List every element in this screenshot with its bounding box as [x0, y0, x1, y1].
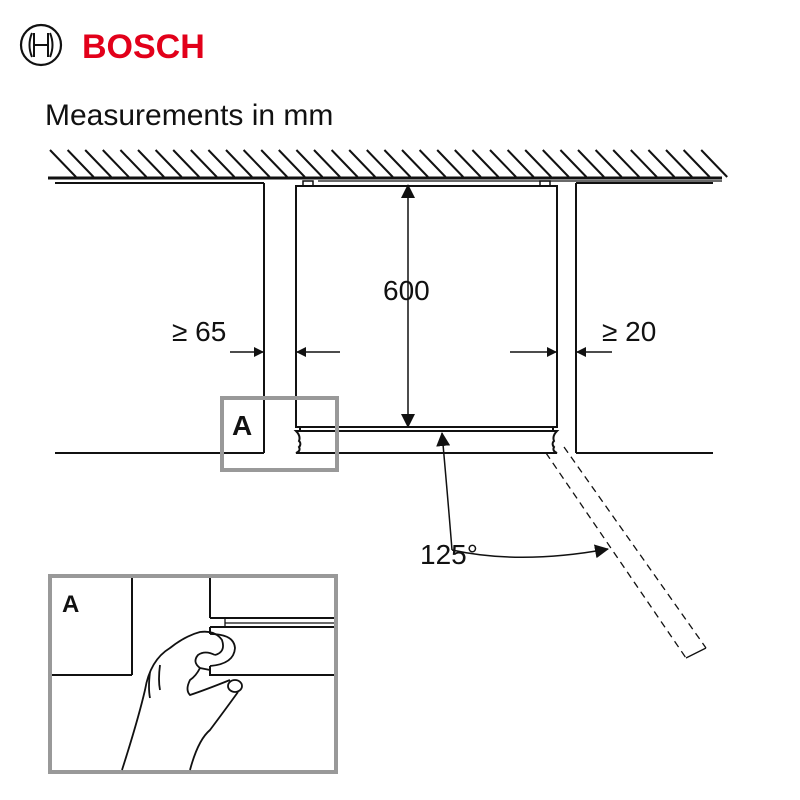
hatch-mark [630, 149, 658, 178]
right-gap-label: ≥ 20 [602, 316, 656, 347]
height-label: 600 [383, 275, 430, 306]
angle-arc [436, 432, 453, 551]
bosch-logo: BOSCH [19, 23, 205, 67]
door-angle-label: 125° [420, 539, 478, 570]
hatch-mark [489, 149, 517, 178]
detail-a-inset: A [48, 574, 338, 774]
hatch-mark [700, 149, 728, 178]
hatch-mark [172, 149, 200, 178]
appliance-door [293, 427, 560, 454]
hatch-mark [313, 149, 341, 178]
opened-door-outline [545, 446, 707, 659]
hatch-mark [119, 149, 148, 178]
brand-name: BOSCH [82, 28, 205, 66]
hatch-mark [66, 149, 95, 178]
detail-a-label: A [232, 410, 252, 441]
hatch-mark [225, 149, 253, 178]
hatch-mark [102, 149, 130, 178]
inset-a-label: A [62, 591, 79, 618]
hatch-mark [330, 149, 359, 178]
hatch-mark [559, 149, 588, 178]
hatch-mark [454, 149, 482, 178]
hatch-mark [542, 149, 570, 178]
bosch-armature-icon [19, 23, 63, 67]
hatch-mark [436, 149, 464, 178]
hatch-mark [682, 149, 711, 178]
hatch-mark [348, 149, 376, 178]
hatch-mark [612, 149, 640, 178]
hatch-mark [401, 149, 429, 178]
hatch-mark [418, 149, 447, 178]
hatch-mark [524, 149, 552, 178]
hatch-mark [594, 149, 623, 178]
hatch-mark [207, 149, 236, 178]
hatch-mark [154, 149, 183, 178]
hatch-mark [190, 149, 218, 178]
hatch-mark [506, 149, 535, 178]
hatch-mark [383, 149, 412, 178]
hatch-mark [647, 149, 676, 178]
right-cabinet [575, 183, 713, 454]
hatch-mark [577, 149, 605, 178]
detail-a-frame [220, 396, 339, 472]
hatch-mark [665, 149, 693, 178]
hand-icon [121, 630, 243, 771]
left-cabinet [55, 183, 265, 454]
hatch-mark [260, 149, 288, 178]
appliance-body [295, 180, 558, 428]
measurements-title: Measurements in mm [45, 99, 333, 132]
hatch-mark [471, 149, 500, 178]
hatch-mark [137, 149, 165, 178]
hatch-mark [366, 149, 394, 178]
left-gap-label: ≥ 65 [172, 316, 226, 347]
hatch-mark [84, 149, 112, 178]
hatch-mark [278, 149, 306, 178]
hatch-mark [49, 149, 77, 178]
ceiling-hatch [48, 149, 728, 180]
hatch-mark [295, 149, 324, 178]
hatch-mark [242, 149, 271, 178]
angle-arc [451, 544, 609, 559]
